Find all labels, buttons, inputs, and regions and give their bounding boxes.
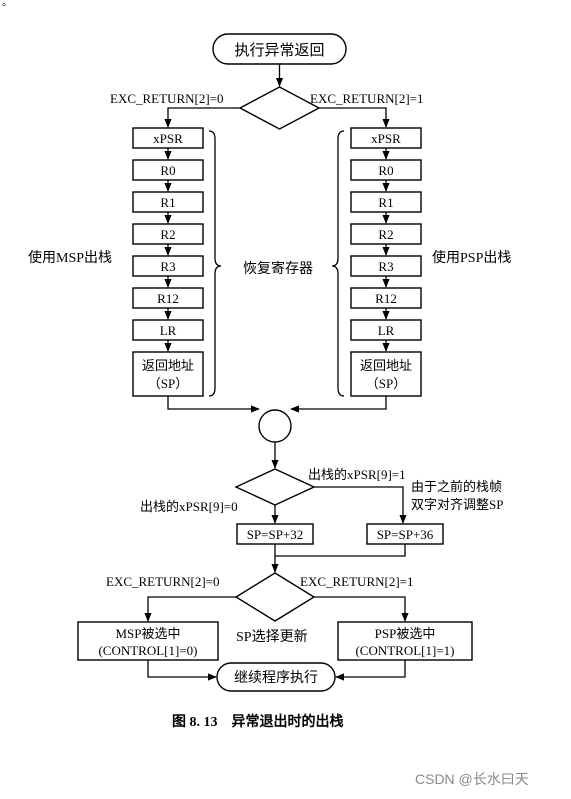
arrow-to-psp-selected xyxy=(314,596,409,622)
xpsr-cond-right: 出栈的xPSR[9]=1 xyxy=(308,467,406,482)
arrow-to-psp-stack xyxy=(319,107,390,128)
arrow-msp-to-end xyxy=(147,660,217,681)
msp-return-addr-line2: （SP） xyxy=(148,376,188,391)
msp-pop-label: 使用MSP出栈 xyxy=(28,249,112,266)
exc-return-decision-top xyxy=(238,86,321,130)
psp-stack-item: R2 xyxy=(378,227,393,242)
psp-stack-item: R1 xyxy=(378,195,393,210)
align-note-line1: 由于之前的栈帧 xyxy=(411,479,502,494)
msp-selected-box xyxy=(77,621,219,661)
sp-plus-32: SP=SP+32 xyxy=(247,527,304,542)
psp-stack-item: R3 xyxy=(378,259,393,274)
psp-stack-item: LR xyxy=(378,323,395,338)
left-brace xyxy=(208,130,222,397)
psp-stack-item: R0 xyxy=(378,163,393,178)
psp-stack: xPSR R0 R1 R2 R3 R12 LR 返回地址 （SP） xyxy=(350,127,422,397)
watermark: CSDN @长水曰天 xyxy=(415,771,529,787)
msp-stack-item: LR xyxy=(160,323,177,338)
psp-selected-line2: (CONTROL[1]=1) xyxy=(355,643,454,658)
align-note-line2: 双字对齐调整SP xyxy=(411,497,503,512)
msp-stack: xPSR R0 R1 R2 R3 R12 LR 返回地址 （SP） xyxy=(132,127,204,397)
line-sp36-merge xyxy=(275,544,406,557)
psp-return-addr-line2: （SP） xyxy=(366,376,406,391)
right-brace xyxy=(331,130,345,397)
branch-top-left-label: EXC_RETURN[2]=0 xyxy=(110,91,224,106)
xpsr-cond-left: 出栈的xPSR[9]=0 xyxy=(140,499,238,514)
psp-stack-item: R12 xyxy=(375,291,397,306)
end-label: 继续程序执行 xyxy=(234,669,318,686)
psp-return-addr-line1: 返回地址 xyxy=(360,358,412,373)
msp-stack-item: xPSR xyxy=(153,131,183,146)
msp-selected-line1: MSP被选中 xyxy=(115,626,180,641)
branch-bottom-right-label: EXC_RETURN[2]=1 xyxy=(300,574,414,589)
exc-return-decision-bottom xyxy=(234,572,316,622)
psp-selected-line1: PSP被选中 xyxy=(375,626,436,641)
msp-stack-item: R2 xyxy=(160,227,175,242)
msp-stack-item: R12 xyxy=(157,291,179,306)
xpsr-decision xyxy=(234,468,316,506)
msp-stack-item: R1 xyxy=(160,195,175,210)
figure-caption: 图 8. 13 异常退出时的出栈 xyxy=(172,713,344,730)
sp-select-label: SP选择更新 xyxy=(236,629,308,645)
branch-bottom-left-label: EXC_RETURN[2]=0 xyxy=(106,574,220,589)
branch-top-right-label: EXC_RETURN[2]=1 xyxy=(310,91,424,106)
start-label: 执行异常返回 xyxy=(234,42,324,59)
psp-stack-item: xPSR xyxy=(371,131,401,146)
arrow-to-msp-selected xyxy=(144,596,236,622)
sp-plus-36: SP=SP+36 xyxy=(377,527,434,542)
end-terminal xyxy=(216,662,336,692)
msp-stack-item: R3 xyxy=(160,259,175,274)
msp-stack-item: R0 xyxy=(160,163,175,178)
junction-circle xyxy=(258,409,292,443)
arrow-psp-to-junction xyxy=(290,396,387,413)
restore-registers-label: 恢复寄存器 xyxy=(243,260,313,277)
arrow-msp-to-junction xyxy=(167,396,260,413)
arrow-to-sp36 xyxy=(314,486,407,524)
msp-selected-line2: (CONTROL[1]=0) xyxy=(98,643,197,658)
psp-pop-label: 使用PSP出栈 xyxy=(432,249,511,266)
arrow-psp-to-end xyxy=(335,660,406,681)
corner-mark: ° xyxy=(2,2,6,13)
msp-return-addr-line1: 返回地址 xyxy=(142,358,194,373)
arrow-to-msp-stack xyxy=(164,107,240,128)
